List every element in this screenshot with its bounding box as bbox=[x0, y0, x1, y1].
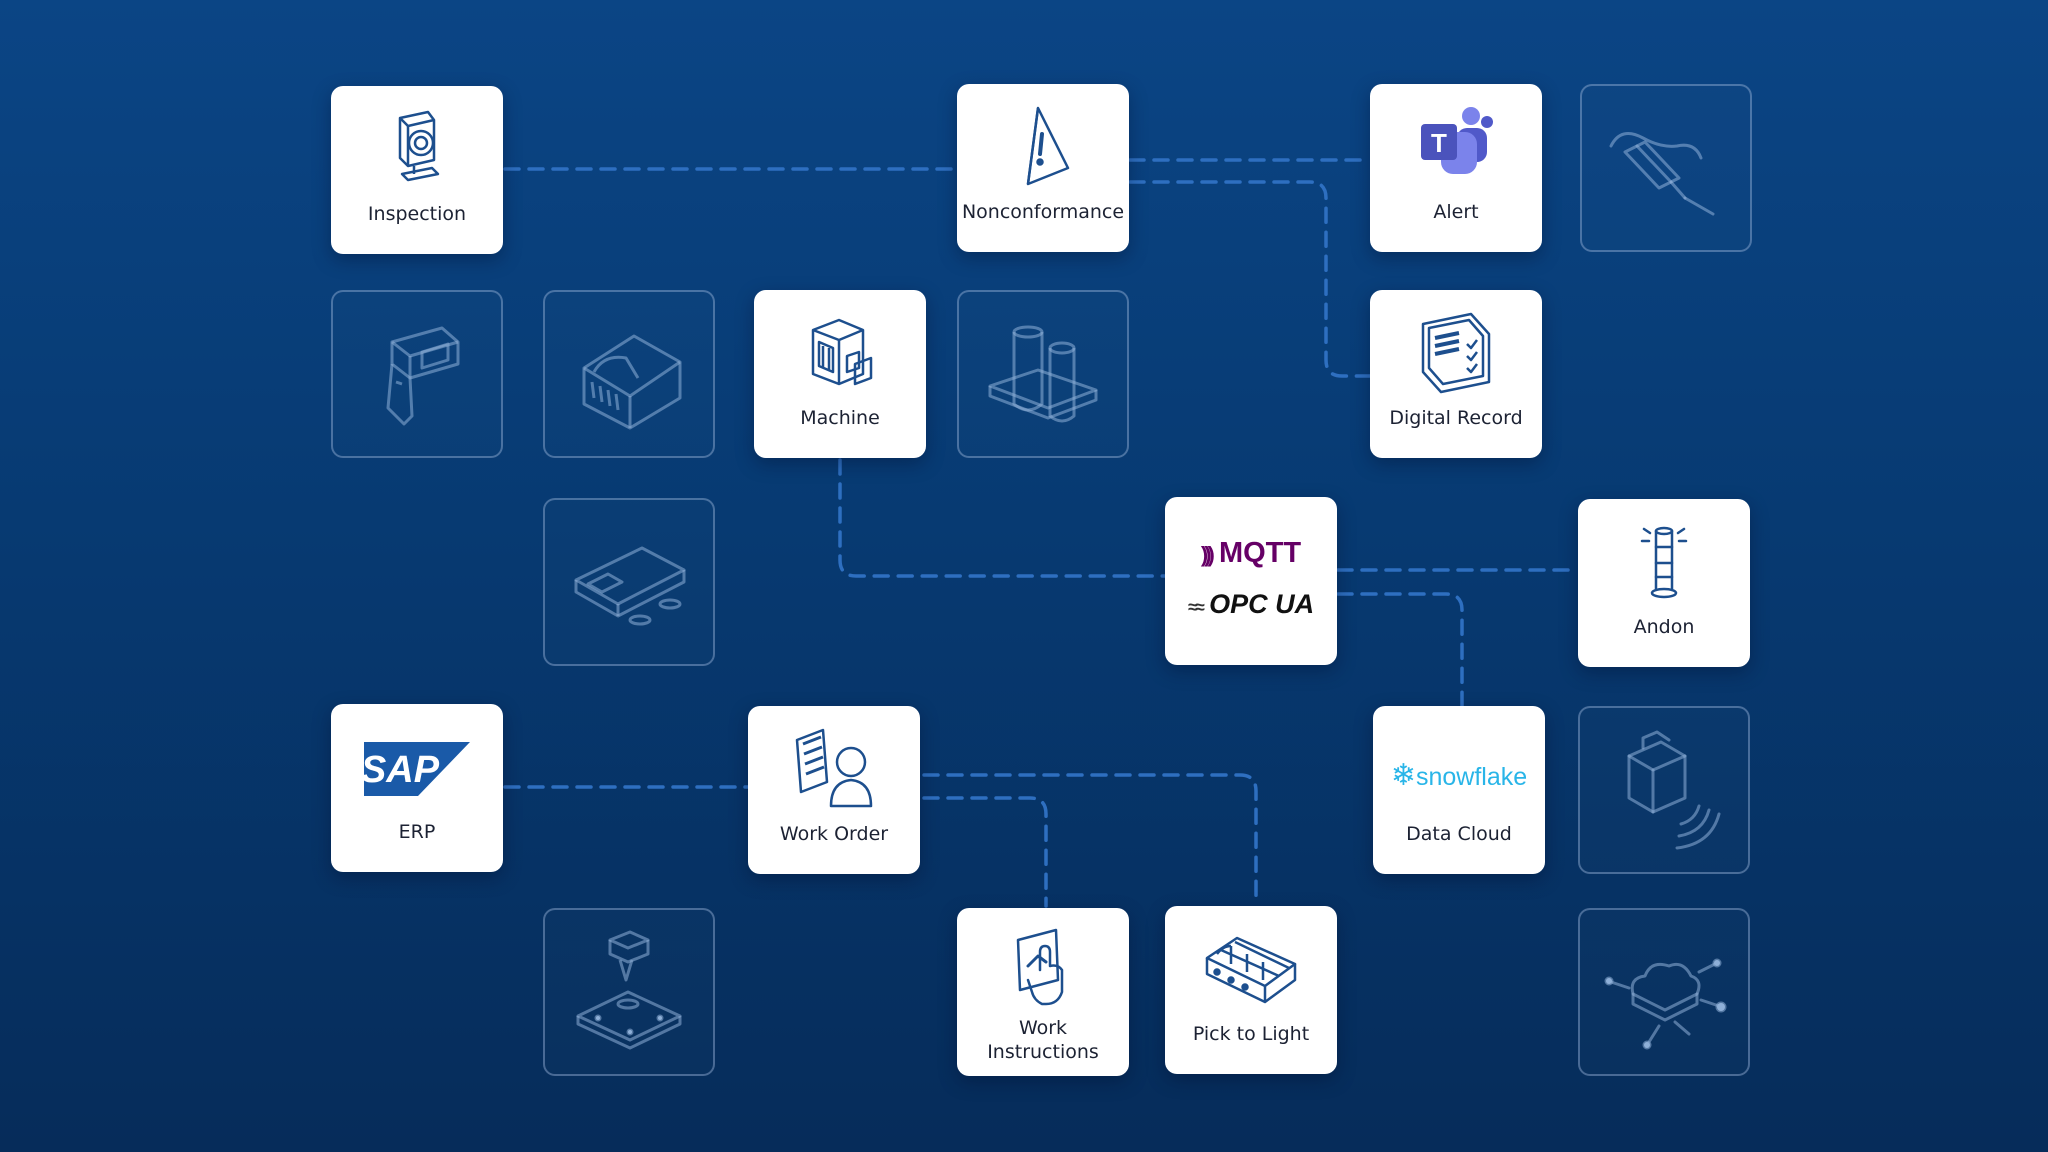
mqtt-text: MQTT bbox=[1218, 537, 1302, 569]
connector-work-order-work-instructions bbox=[922, 796, 1048, 908]
rfid-reader-icon bbox=[1627, 730, 1721, 850]
connector-protocols-data-cloud bbox=[1336, 592, 1464, 708]
inspection-label: Inspection bbox=[367, 203, 467, 225]
alert-label: Alert bbox=[1433, 201, 1479, 223]
machine-label: Machine bbox=[800, 407, 880, 429]
erp-tile[interactable]: SAP ERP bbox=[331, 704, 503, 872]
label-printer-tile bbox=[543, 290, 715, 458]
scale-tile bbox=[543, 498, 715, 666]
andon-label: Andon bbox=[1633, 616, 1695, 638]
protocols-tile[interactable]: ))) MQTT ≈≈ OPC UA bbox=[1165, 497, 1337, 665]
alert-tile[interactable]: T Alert bbox=[1370, 84, 1542, 252]
svg-text:T: T bbox=[1431, 128, 1447, 158]
work-order-icon bbox=[795, 728, 873, 808]
nonconformance-label: Nonconformance bbox=[961, 201, 1125, 223]
erp-label: ERP bbox=[398, 821, 436, 843]
digital-record-label: Digital Record bbox=[1389, 407, 1523, 429]
andon-tile[interactable]: Andon bbox=[1578, 499, 1750, 667]
opcua-text: OPC UA bbox=[1209, 589, 1315, 619]
opcua-logo: ≈≈ OPC UA bbox=[1165, 589, 1337, 620]
drill-press-tile bbox=[543, 908, 715, 1076]
label-printer-icon bbox=[582, 334, 682, 430]
work-instructions-label-line2: Instructions bbox=[987, 1041, 1099, 1063]
warning-sign-icon bbox=[1026, 106, 1070, 186]
pick-to-light-label: Pick to Light bbox=[1192, 1023, 1310, 1045]
work-instructions-tile[interactable]: Work Instructions bbox=[957, 908, 1129, 1076]
rfid-reader-tile bbox=[1578, 706, 1750, 874]
snowflake-icon: ❄ bbox=[1390, 759, 1416, 792]
digital-record-tablet-icon bbox=[1421, 312, 1491, 394]
weighing-scale-icon bbox=[574, 546, 686, 626]
nonconformance-tile[interactable]: Nonconformance bbox=[957, 84, 1129, 252]
andon-light-icon bbox=[1640, 526, 1688, 599]
pick-to-light-bins-icon bbox=[1205, 936, 1297, 1004]
connector-work-order-pick-to-light bbox=[922, 773, 1258, 906]
work-instructions-label-line1: Work bbox=[1018, 1017, 1068, 1039]
cloud-network-icon bbox=[1604, 958, 1727, 1050]
data-cloud-label: Data Cloud bbox=[1406, 823, 1512, 845]
touch-screen-icon bbox=[1016, 928, 1064, 1006]
machine-tile[interactable]: Machine bbox=[754, 290, 926, 458]
test-tubes-icon bbox=[988, 325, 1098, 423]
camera-inspection-icon bbox=[398, 110, 440, 182]
snowflake-logo-text: snowflake bbox=[1415, 763, 1528, 791]
opcua-swoosh-icon: ≈≈ bbox=[1187, 597, 1205, 617]
teams-icon: T bbox=[1421, 107, 1493, 174]
snowflake-logo: ❄snowflake bbox=[1373, 758, 1545, 793]
sap-logo: SAP bbox=[361, 742, 470, 796]
barcode-scanner-icon bbox=[386, 326, 460, 426]
test-tubes-tile bbox=[957, 290, 1129, 458]
inspection-tile[interactable]: Inspection bbox=[331, 86, 503, 254]
work-order-label: Work Order bbox=[779, 823, 889, 845]
connector-machine-protocols bbox=[838, 458, 1167, 578]
drill-press-icon bbox=[576, 930, 682, 1050]
data-cloud-tile[interactable]: ❄snowflake Data Cloud bbox=[1373, 706, 1545, 874]
mqtt-logo: ))) MQTT bbox=[1165, 537, 1337, 570]
mqtt-signal-icon: ))) bbox=[1200, 542, 1215, 567]
work-instructions-label: Work Instructions bbox=[957, 1016, 1129, 1064]
work-order-tile[interactable]: Work Order bbox=[748, 706, 920, 874]
cloud-network-tile bbox=[1578, 908, 1750, 1076]
barcode-scanner-tile bbox=[331, 290, 503, 458]
cnc-machine-icon bbox=[811, 318, 873, 386]
sap-logo-text: SAP bbox=[361, 749, 440, 791]
connector-nonconformance-digital-record bbox=[1128, 180, 1372, 378]
soldering-iron-icon bbox=[1609, 132, 1715, 216]
soldering-iron-tile bbox=[1580, 84, 1752, 252]
pick-to-light-tile[interactable]: Pick to Light bbox=[1165, 906, 1337, 1074]
digital-record-tile[interactable]: Digital Record bbox=[1370, 290, 1542, 458]
